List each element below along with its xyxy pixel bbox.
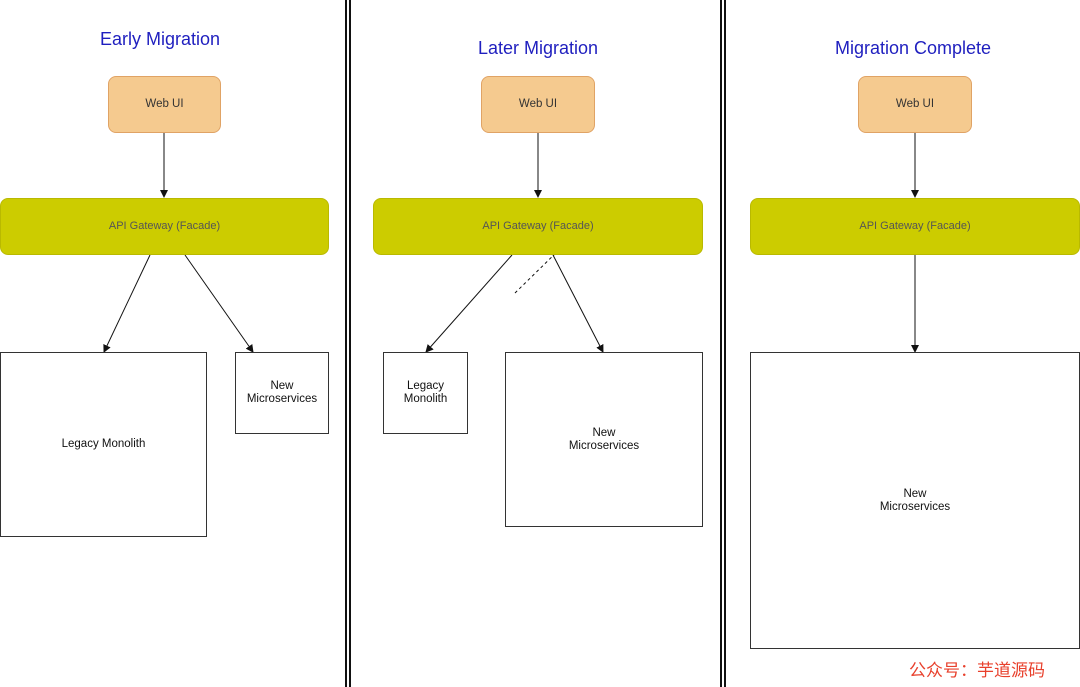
web-ui-node-later: Web UI (481, 76, 595, 133)
panel-title-early-migration: Early Migration (99, 29, 221, 49)
new-microservices-node-early: New Microservices (235, 352, 329, 434)
arrow-gateway-to-legacy-later (425, 254, 513, 353)
new-microservices-node-later: New Microservices (505, 352, 703, 527)
panel-divider-1b (349, 0, 351, 687)
web-ui-node-early: Web UI (108, 76, 221, 133)
panel-divider-1 (345, 0, 347, 687)
new-microservices-node-complete: New Microservices (750, 352, 1080, 649)
api-gateway-node-later: API Gateway (Facade) (373, 198, 703, 255)
panel-title-migration-complete: Migration Complete (834, 38, 992, 58)
api-gateway-node-early: API Gateway (Facade) (0, 198, 329, 255)
legacy-monolith-node-early: Legacy Monolith (0, 352, 207, 537)
api-gateway-node-complete: API Gateway (Facade) (750, 198, 1080, 255)
panel-title-later-migration: Later Migration (477, 38, 599, 58)
arrow-gateway-to-new-later (552, 254, 604, 353)
watermark-text: 公众号：芋道源码 (909, 661, 1045, 681)
arrow-gateway-to-legacy-early (103, 254, 151, 353)
panel-divider-2 (720, 0, 722, 687)
panel-divider-2b (724, 0, 726, 687)
web-ui-node-complete: Web UI (858, 76, 972, 133)
arrow-gateway-to-new-early (184, 254, 254, 353)
legacy-monolith-node-later: Legacy Monolith (383, 352, 468, 434)
